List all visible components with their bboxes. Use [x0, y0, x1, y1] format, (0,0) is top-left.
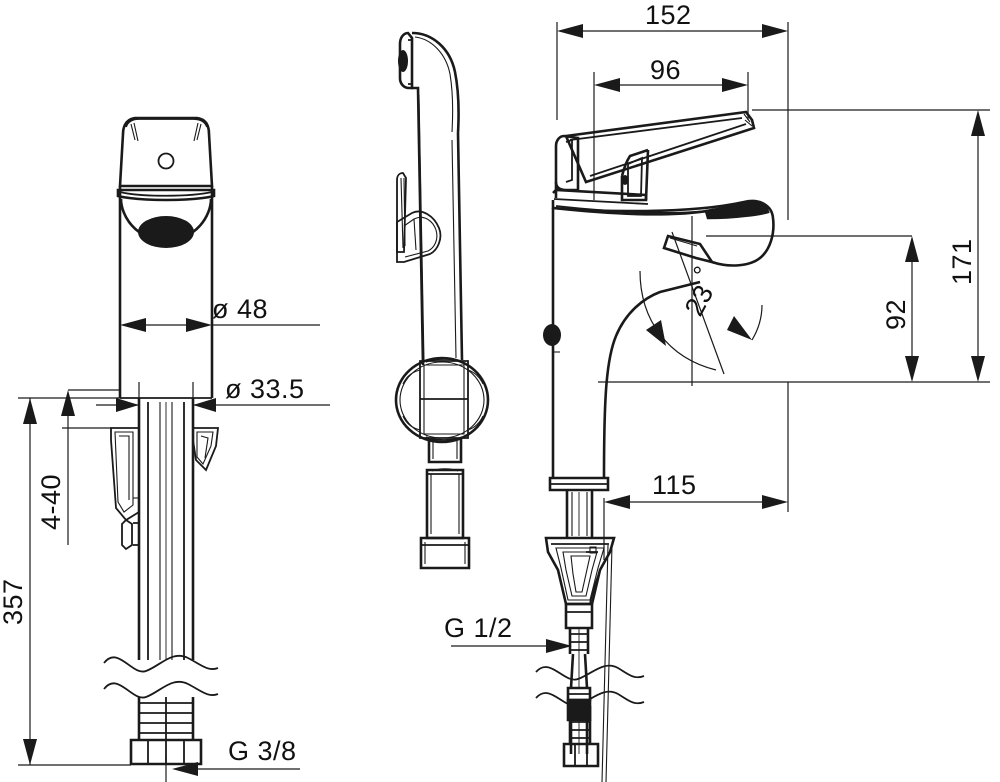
side-view-clamp-cone — [544, 536, 616, 630]
side-view-spout — [551, 199, 775, 267]
dim-label-dia-33-5: ø 33.5 — [225, 374, 305, 404]
side-view-body — [543, 208, 701, 479]
front-view — [103, 116, 220, 766]
leader-g38 — [165, 755, 300, 782]
leader-g12 — [451, 639, 572, 653]
thread-label-g38: G 3/8 — [228, 736, 297, 766]
spray-head-body — [411, 86, 464, 366]
dim-label-171: 171 — [947, 238, 977, 285]
dim-label-152: 152 — [645, 0, 692, 30]
dimension-96 — [593, 72, 749, 200]
spray-head-view — [394, 31, 490, 570]
front-view-head — [118, 116, 214, 188]
front-view-shank — [110, 398, 220, 660]
side-view-base — [548, 476, 610, 538]
side-view-lever-handle — [554, 110, 756, 202]
front-view-lever — [116, 188, 216, 248]
side-view-bottom-connector — [562, 706, 600, 768]
spray-head-hose-ring — [394, 356, 490, 444]
dimension-23-degrees — [639, 216, 763, 386]
spray-head-hose-stub — [419, 438, 471, 570]
dim-label-357: 357 — [0, 578, 28, 625]
dim-label-23-degrees: 23 ° — [679, 262, 720, 321]
dimension-115 — [603, 382, 789, 560]
dim-label-96: 96 — [650, 55, 681, 85]
front-view-body — [118, 186, 214, 399]
side-view-break-line — [535, 664, 645, 707]
dimension-171 — [598, 109, 990, 383]
dimension-357 — [18, 397, 131, 766]
dimension-dia-48 — [119, 300, 320, 344]
dimension-92 — [706, 235, 919, 382]
thread-label-g12: G 1/2 — [444, 613, 513, 643]
front-view-break-line — [103, 655, 219, 699]
spray-head-nozzle — [398, 31, 460, 134]
front-view-bottom-connector — [129, 697, 203, 766]
dim-label-115: 115 — [652, 470, 697, 500]
spray-head-trigger — [396, 172, 442, 263]
side-view-neck — [552, 182, 649, 205]
side-view — [535, 110, 775, 782]
dimension-152 — [556, 22, 789, 220]
dimension-4-40 — [61, 389, 120, 545]
side-view-riser-rod — [601, 544, 613, 782]
dim-label-92: 92 — [881, 299, 911, 330]
dimension-dia-33-5 — [96, 382, 330, 418]
dim-label-dia-48: ø 48 — [212, 294, 268, 324]
dim-label-4-40: 4-40 — [36, 474, 66, 530]
